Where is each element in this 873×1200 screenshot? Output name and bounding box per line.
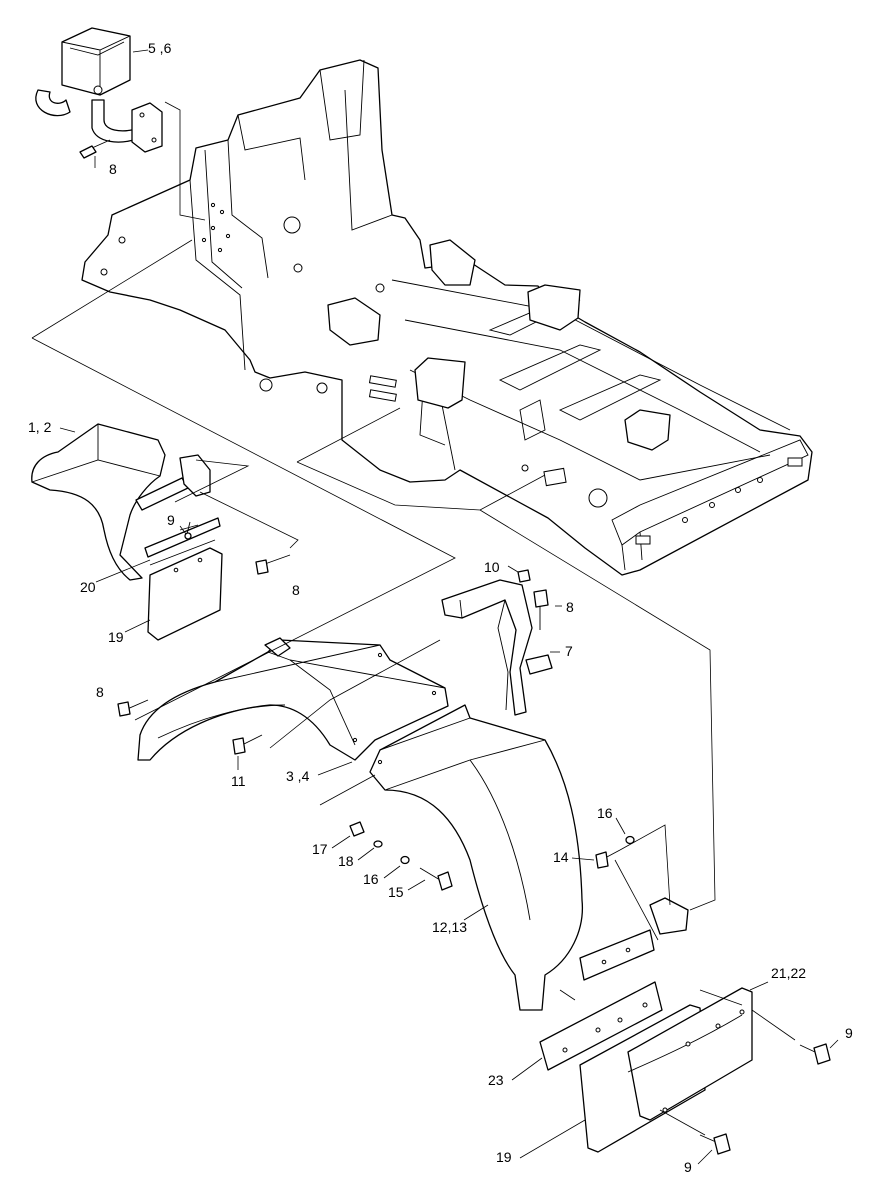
- callout-8-flap: 8: [292, 582, 300, 598]
- callout-10: 10: [484, 559, 500, 575]
- callout-18: 18: [338, 853, 354, 869]
- bolt-9-bottom: [699, 1133, 731, 1155]
- leader-lines: [31, 49, 839, 1165]
- callout-8-fender: 8: [96, 684, 104, 700]
- callout-9-right: 9: [845, 1025, 853, 1041]
- bolt-8-bracket: [533, 589, 549, 630]
- bolt-8-flap: [255, 554, 291, 575]
- bolt-11: [232, 734, 263, 755]
- bolt-15: [419, 867, 453, 891]
- callout-7: 7: [565, 643, 573, 659]
- callout-9-left: 9: [167, 512, 175, 528]
- callout-9-bottom: 9: [684, 1159, 692, 1175]
- nut-10: [517, 569, 531, 583]
- callout-12-13: 12,13: [432, 919, 467, 935]
- callout-16-right: 16: [597, 805, 613, 821]
- callout-23: 23: [488, 1072, 504, 1088]
- bolt-8-top: [79, 139, 111, 159]
- callout-15: 15: [388, 884, 404, 900]
- callout-17: 17: [312, 841, 328, 857]
- chassis-frame: [81, 59, 813, 576]
- callout-11: 11: [231, 773, 246, 789]
- callout-3-4: 3 ,4: [286, 768, 310, 784]
- callout-19-bottom: 19: [496, 1149, 512, 1165]
- fender-stay-bracket: [441, 579, 553, 716]
- callout-19-left: 19: [108, 629, 124, 645]
- bolt-9-left: [179, 521, 199, 540]
- callout-5-6: 5 ,6: [148, 40, 172, 56]
- bolt-8-fender: [117, 699, 149, 717]
- callout-8-bracket: 8: [566, 599, 574, 615]
- bolt-9-right: [799, 1043, 831, 1065]
- center-fender: [137, 637, 449, 761]
- callout-1-2: 1, 2: [28, 419, 52, 435]
- callout-21-22: 21,22: [771, 965, 806, 981]
- callout-labels: 5 ,6 8 1, 2 9 20 8 19 10 8 7 8 11 3 ,4 1…: [28, 40, 853, 1175]
- mud-flap-assembly: [539, 981, 753, 1153]
- callout-14: 14: [553, 849, 569, 865]
- front-fender: [369, 704, 689, 1011]
- callout-20: 20: [80, 579, 96, 595]
- washer-16-left: [400, 855, 410, 865]
- nut-17: [349, 821, 365, 837]
- bolt-14: [595, 849, 621, 869]
- callout-8-top: 8: [109, 161, 117, 177]
- rear-left-fender: [31, 423, 223, 641]
- washer-16-right: [625, 835, 635, 845]
- washer-18: [373, 840, 383, 848]
- callout-16-left: 16: [363, 871, 379, 887]
- mirror-box-bracket: [35, 27, 163, 153]
- fasteners: [79, 139, 831, 1155]
